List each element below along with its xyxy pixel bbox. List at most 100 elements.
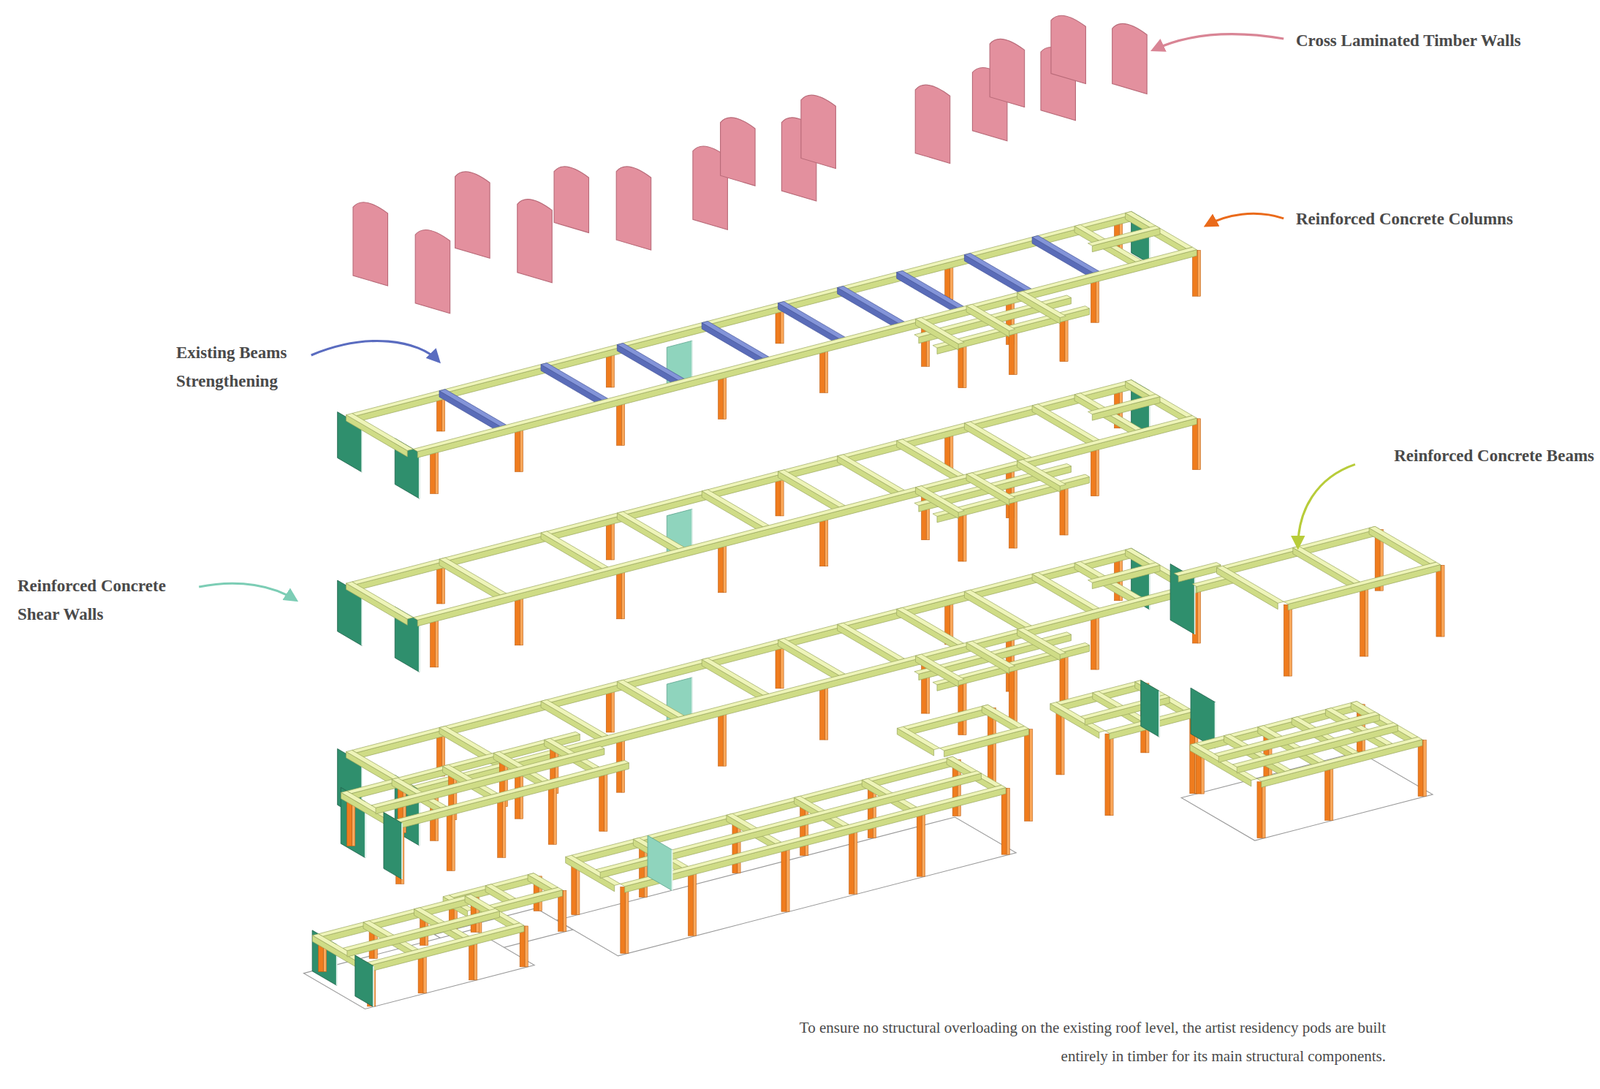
beam-top (1283, 562, 1440, 604)
column-side (692, 869, 696, 936)
beam-side (1017, 461, 1061, 493)
beam-top (616, 679, 685, 718)
column-face (430, 616, 436, 668)
column-side (1095, 276, 1099, 323)
column-side (1013, 665, 1017, 723)
beam-side (616, 513, 679, 555)
beam-top (1032, 572, 1100, 610)
beam-top (964, 589, 1032, 628)
callout-label: Reinforced Concrete Columns (1295, 209, 1514, 230)
column-side (1441, 565, 1445, 637)
column-face (616, 399, 622, 446)
column-side (1006, 787, 1010, 855)
beam-top (367, 923, 525, 966)
column-side (780, 475, 784, 517)
column-side (963, 342, 967, 389)
column-face (958, 679, 964, 736)
column-side (519, 594, 523, 646)
clt-wall (616, 166, 651, 250)
column-face (1417, 740, 1424, 797)
beam-side (346, 583, 408, 625)
beam-top (412, 415, 1197, 621)
column-side (563, 890, 567, 932)
beam-top (966, 472, 1016, 500)
column-side (1197, 586, 1201, 644)
beam-side (417, 418, 1197, 627)
beam-side (777, 639, 840, 682)
beam-side (540, 532, 603, 575)
column-side (1095, 613, 1099, 670)
beam-top (540, 531, 609, 569)
beam-top (939, 726, 1030, 752)
column-face (1192, 249, 1198, 297)
column-side (1110, 733, 1114, 816)
column-side (474, 939, 478, 981)
column-face (820, 347, 826, 394)
beam-side (1369, 527, 1431, 570)
beam-top (540, 699, 609, 737)
column-side (723, 373, 727, 420)
column-side (1423, 740, 1427, 797)
beam-top (527, 873, 559, 890)
clt-wall (915, 84, 950, 163)
clt-wall (1051, 15, 1086, 84)
column-face (446, 809, 452, 872)
column-face (958, 510, 964, 562)
beam-top (1017, 459, 1067, 487)
beam-top (1216, 565, 1285, 604)
beam-top (915, 654, 965, 681)
shear-wall-edge (691, 509, 693, 551)
beam-side (1032, 237, 1094, 280)
column-face (514, 594, 520, 646)
column-face (1008, 665, 1014, 723)
column-side (611, 350, 614, 388)
shear-wall-edge (401, 823, 403, 880)
beam-top (412, 584, 1197, 789)
column-side (963, 510, 967, 562)
column-side (435, 616, 439, 668)
column-side (1095, 445, 1099, 497)
shear-wall-edge (671, 850, 674, 892)
beam-top (396, 760, 630, 822)
column-face (599, 769, 605, 832)
beam-top (896, 726, 940, 750)
column-face (497, 796, 503, 859)
column-side (1064, 315, 1068, 362)
column-side (611, 518, 614, 560)
beam-side (355, 214, 1136, 422)
beam-top (1087, 225, 1160, 246)
leader-line (1153, 33, 1285, 50)
column-side (1330, 764, 1334, 821)
shear-wall (355, 955, 374, 1008)
column-side (435, 448, 439, 495)
column-face (820, 515, 826, 567)
column-side (621, 399, 625, 446)
column-face (1024, 729, 1030, 822)
beam-top (412, 247, 1197, 452)
beam-side (701, 491, 764, 533)
beam-top (346, 581, 414, 620)
column-side (553, 782, 557, 845)
beam-top (964, 421, 1032, 460)
beam-side (1293, 547, 1355, 590)
beam-top (915, 486, 965, 513)
beam-side (964, 591, 1026, 633)
beam-side (400, 763, 630, 829)
column-side (611, 687, 614, 733)
column-face (1436, 565, 1442, 637)
shear-wall-edge (361, 594, 363, 647)
column-side (625, 887, 629, 954)
beam-side (896, 608, 959, 651)
column-side (441, 562, 445, 604)
beam-side (837, 456, 900, 498)
clt-wall (415, 229, 450, 313)
column-side (825, 683, 829, 740)
beam-top (701, 489, 769, 527)
clt-wall (517, 199, 552, 283)
column-face (1059, 483, 1065, 536)
shear-wall (383, 812, 403, 880)
beam-top (439, 389, 507, 427)
shear-wall-edge (1194, 578, 1196, 635)
column-side (1262, 782, 1266, 839)
beam-top (352, 380, 1136, 585)
